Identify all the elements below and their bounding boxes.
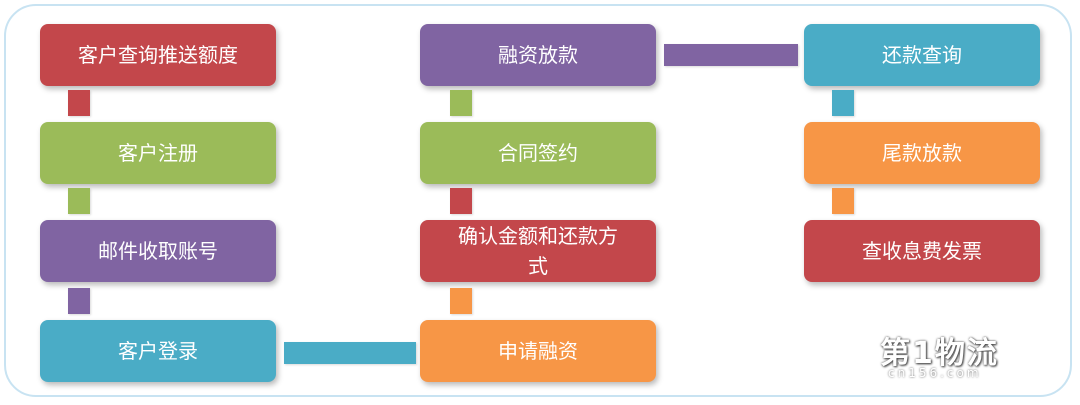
box-repayment-query: 还款查询 [804, 24, 1040, 86]
box-financing-loan: 融资放款 [420, 24, 656, 86]
box-contract-sign: 合同签约 [420, 122, 656, 184]
box-label-line1: 确认金额和还款方 [458, 224, 618, 248]
connector-4 [450, 90, 472, 116]
box-customer-push-quota: 客户查询推送额度 [40, 24, 276, 86]
connector-login-to-apply [284, 342, 416, 364]
box-label: 客户注册 [118, 141, 198, 165]
connector-2 [68, 188, 90, 214]
connector-5 [450, 188, 472, 214]
box-label: 客户查询推送额度 [78, 43, 238, 67]
box-label: 尾款放款 [882, 141, 962, 165]
connector-loan-to-query [664, 44, 798, 66]
connector-8 [832, 188, 854, 214]
box-apply-financing: 申请融资 [420, 320, 656, 382]
watermark-sub: cn156.com [888, 366, 982, 380]
box-confirm-amount: 确认金额和还款方 式 [420, 220, 656, 282]
box-label: 客户登录 [118, 339, 198, 363]
box-label: 合同签约 [498, 141, 578, 165]
box-label: 申请融资 [498, 339, 578, 363]
watermark-main: 第1物流 [880, 336, 999, 371]
box-label: 还款查询 [882, 43, 962, 67]
box-label-line2: 式 [528, 254, 548, 278]
connector-1 [68, 90, 90, 116]
box-label: 邮件收取账号 [98, 239, 218, 263]
box-final-payment: 尾款放款 [804, 122, 1040, 184]
box-email-account: 邮件收取账号 [40, 220, 276, 282]
connector-3 [68, 288, 90, 314]
box-label: 融资放款 [498, 43, 578, 67]
watermark-logo: 第1物流 cn156.com [880, 328, 1040, 388]
box-label: 查收息费发票 [862, 239, 982, 263]
box-customer-login: 客户登录 [40, 320, 276, 382]
connector-6 [450, 288, 472, 314]
box-check-interest-invoice: 查收息费发票 [804, 220, 1040, 282]
box-customer-register: 客户注册 [40, 122, 276, 184]
connector-7 [832, 90, 854, 116]
